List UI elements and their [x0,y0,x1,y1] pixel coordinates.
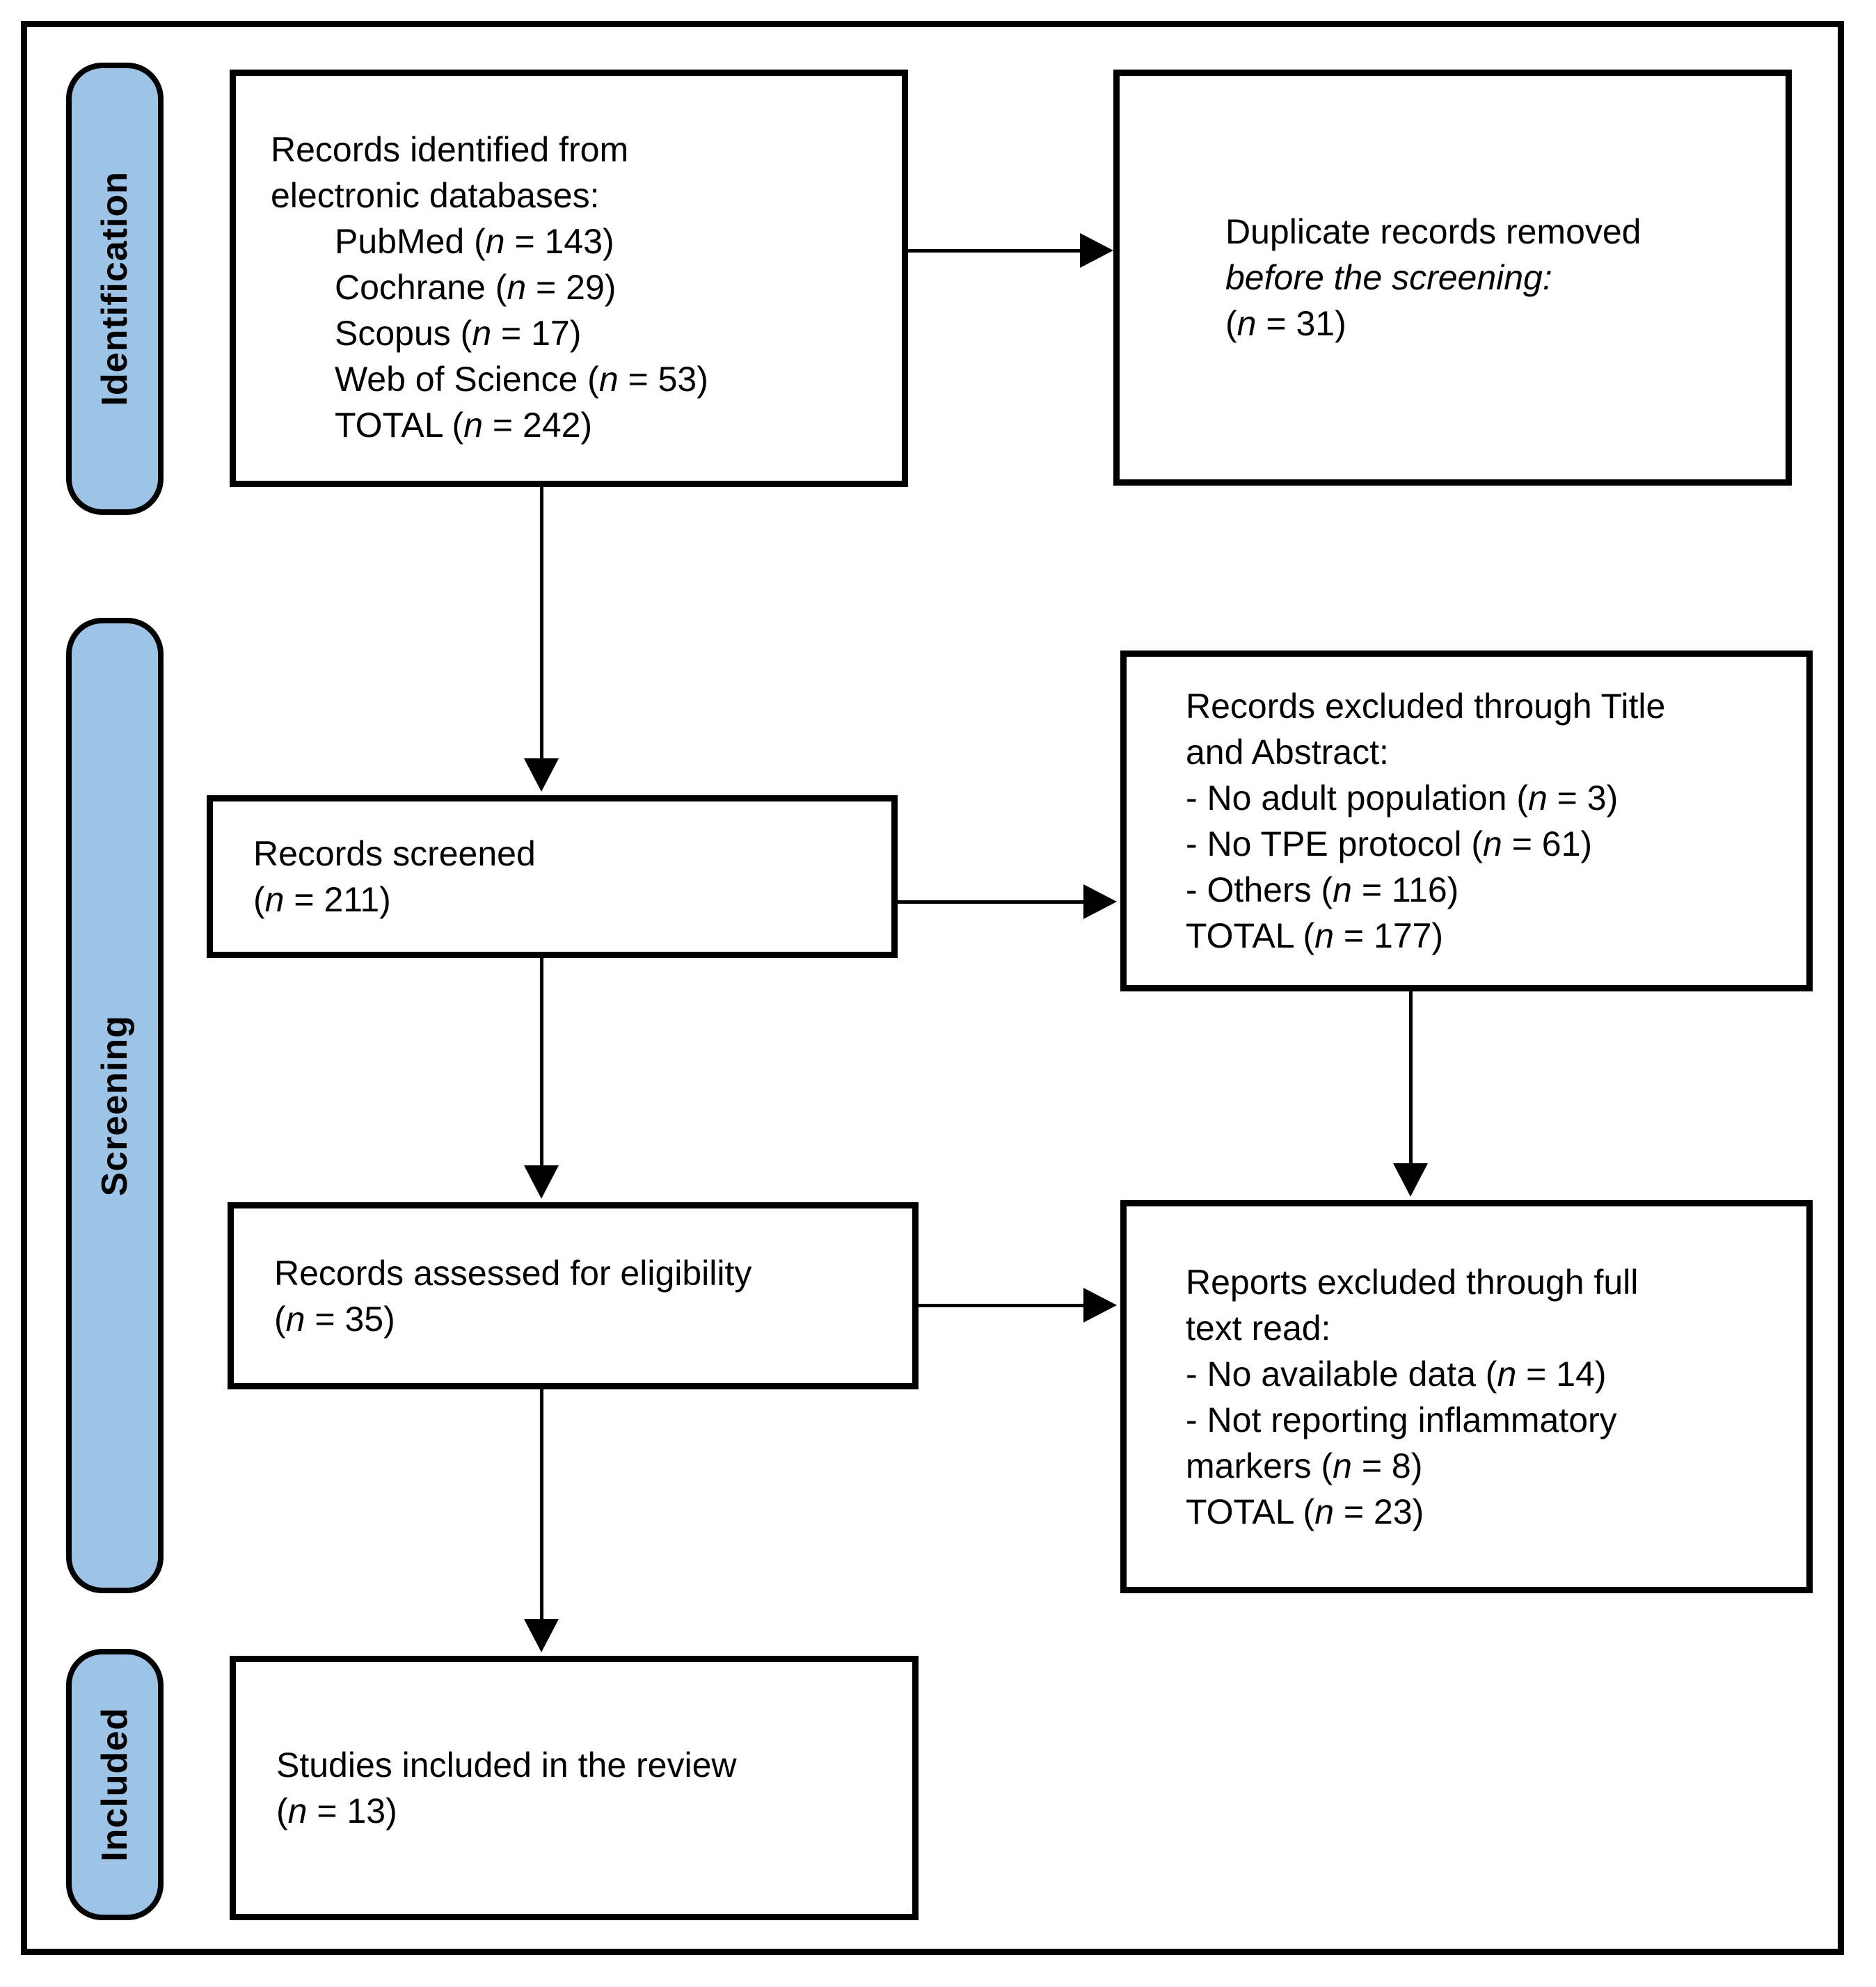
arrowhead-right-icon [1083,884,1117,919]
arrow-screened-to-excluded [898,900,1087,904]
text-line: markers (n = 8) [1186,1446,1423,1485]
text-line: Reports excluded through full [1186,1262,1639,1302]
arrowhead-down-icon [524,1165,559,1199]
arrowhead-right-icon [1083,1288,1117,1323]
stage-label-screening: Screening [95,1014,135,1197]
arrowhead-down-icon [524,758,559,792]
text-line: Records screened [253,834,536,873]
text-line: and Abstract: [1186,733,1389,772]
text-line: - Not reporting inflammatory [1186,1400,1617,1439]
arrow-screened-to-assessed [540,958,543,1167]
arrowhead-right-icon [1080,233,1113,268]
diagram-outer-border [21,21,1844,1955]
text-line: (n = 13) [276,1792,397,1830]
text-line: before the screening: [1225,258,1552,297]
stage-label-included: Included [95,1707,135,1862]
text-line: Cochrane (n = 29) [335,267,617,307]
text-line: text read: [1186,1308,1331,1348]
box-excluded-title-abstract: Records excluded through Title and Abstr… [1120,651,1813,991]
arrow-assessed-to-fulltext [919,1304,1087,1307]
text-line: TOTAL (n = 177) [1186,916,1444,955]
text-line: Records assessed for eligibility [274,1253,752,1293]
text-line: (n = 35) [274,1299,395,1339]
arrow-assessed-to-included [540,1389,543,1620]
arrow-excluded-to-fulltext [1409,991,1413,1165]
text-line: Duplicate records removed [1225,212,1642,251]
text-line: Records identified from [271,129,629,169]
text-line: PubMed (n = 143) [335,221,614,261]
text-line: Web of Science (n = 53) [335,359,708,399]
arrow-identified-to-duplicates [908,249,1083,253]
arrowhead-down-icon [524,1619,559,1652]
stage-pill-identification: Identification [66,63,164,515]
text-line: (n = 31) [1225,304,1346,343]
box-records-identified: Records identified from electronic datab… [230,70,908,487]
text-line: electronic databases: [271,175,600,215]
stage-pill-screening: Screening [66,618,164,1593]
stage-label-identification: Identification [95,171,135,406]
box-studies-included: Studies included in the review (n = 13) [230,1656,919,1920]
stage-pill-included: Included [66,1649,164,1920]
arrowhead-down-icon [1393,1163,1428,1197]
arrow-identified-to-screened [540,487,543,760]
box-records-screened: Records screened (n = 211) [207,795,898,958]
text-line: - No TPE protocol (n = 61) [1186,824,1593,863]
box-records-assessed: Records assessed for eligibility (n = 35… [228,1202,919,1389]
text-line: Studies included in the review [276,1746,737,1785]
box-excluded-full-text: Reports excluded through full text read:… [1120,1200,1813,1593]
text-line: TOTAL (n = 242) [335,405,593,445]
text-line: (n = 211) [253,880,391,919]
text-line: Scopus (n = 17) [335,313,582,353]
box-duplicates-removed: Duplicate records removed before the scr… [1113,70,1792,486]
text-line: TOTAL (n = 23) [1186,1492,1424,1531]
text-line: - Others (n = 116) [1186,870,1459,909]
text-line: - No available data (n = 14) [1186,1354,1607,1394]
text-line: - No adult population (n = 3) [1186,779,1619,817]
text-line: Records excluded through Title [1186,687,1666,726]
